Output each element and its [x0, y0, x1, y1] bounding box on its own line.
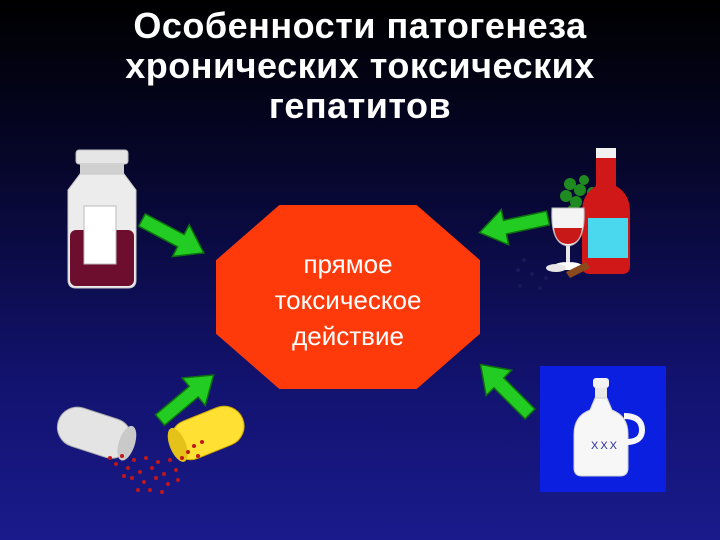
title-line-1: Особенности патогенеза — [133, 5, 587, 46]
arrow-bottom-left — [147, 360, 226, 435]
octagon-text: прямое токсическое действие — [216, 246, 480, 354]
medicine-bottle-icon — [67, 149, 137, 289]
arrow-bottom-right — [467, 351, 544, 428]
title-line-3: гепатитов — [268, 85, 452, 126]
slide-title: Особенности патогенеза хронических токси… — [0, 6, 720, 126]
octagon-line-3: действие — [292, 321, 404, 351]
stop-octagon — [216, 205, 480, 389]
title-line-2: хронических токсических — [125, 45, 595, 86]
octagon-line-1: прямое — [303, 249, 393, 279]
arrow-top-right — [475, 199, 553, 251]
octagon-line-2: токсическое — [274, 285, 422, 315]
capsule-icon — [56, 405, 245, 494]
jug-icon — [573, 378, 646, 477]
arrow-top-left — [132, 203, 214, 270]
wine-icon — [516, 148, 630, 290]
jug-label: XXX — [590, 440, 619, 452]
